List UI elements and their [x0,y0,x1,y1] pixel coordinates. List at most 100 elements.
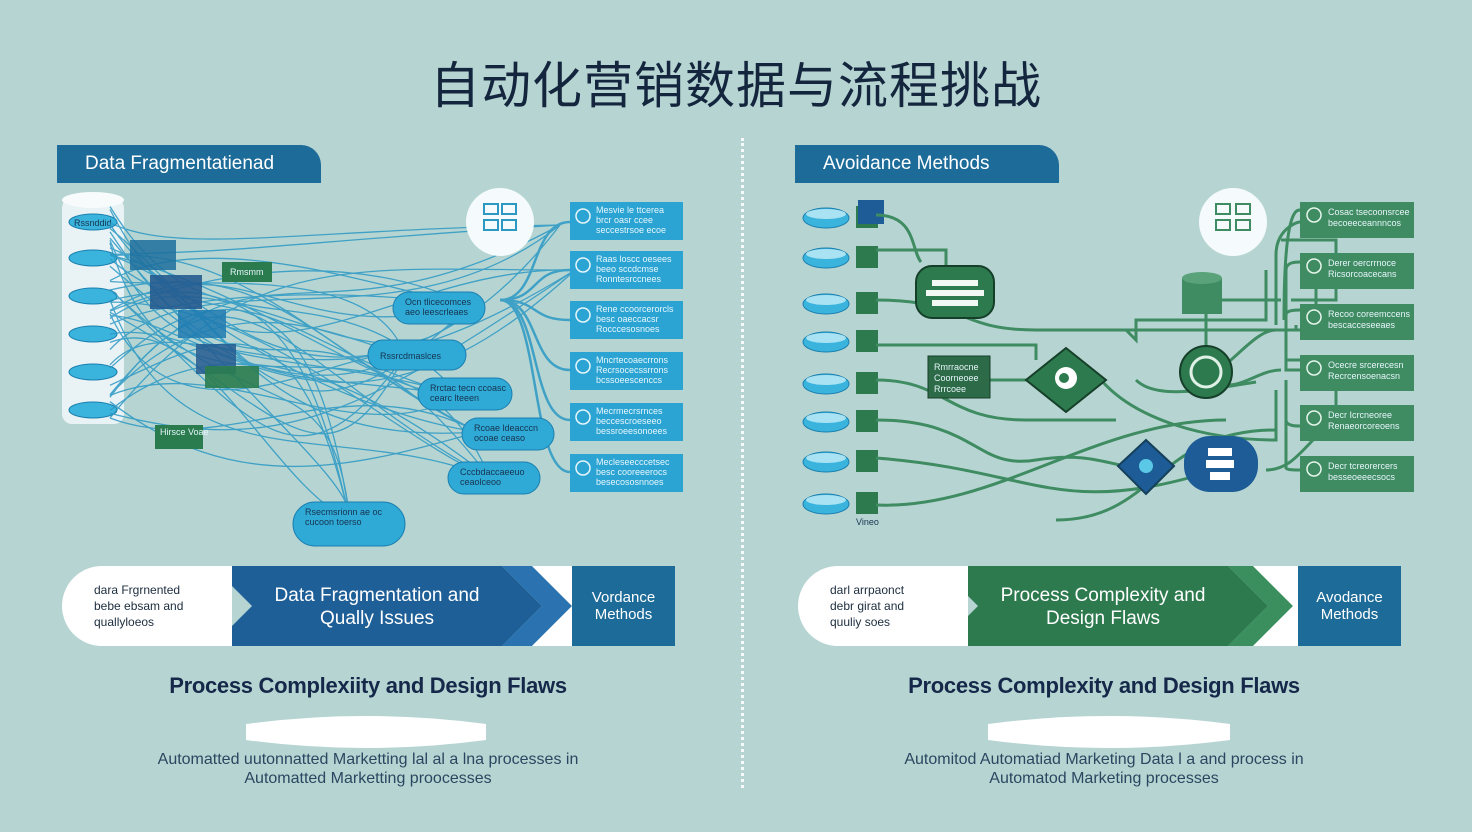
blue-diamond-icon [1116,438,1176,496]
structure-icon [466,188,534,256]
decision-diamond-icon [1024,346,1108,414]
wire [109,269,576,384]
issue-bubble[interactable] [417,377,513,411]
right-subtitle: Process Complexity and Design Flaws [908,673,1300,698]
disc-badge [856,372,878,394]
card-icon [1306,258,1322,274]
card-icon [575,409,591,425]
wire [109,268,576,419]
issue-bubble[interactable] [392,291,486,325]
process-node-top [915,265,995,319]
process-box: Rmrraocne Coorneoee Rrrcoee [927,355,991,399]
left-ribbon [246,716,486,748]
disc-highlight [806,295,846,305]
left-footer: Automatted uutonnatted Marketting lal al… [157,751,579,787]
card-icon [1306,461,1322,477]
card-icon [1306,410,1322,426]
right-bar-shape [938,566,1298,646]
right-bar-end-label[interactable]: Avodance Methods [1298,566,1401,646]
wire [109,299,491,479]
right-panel: Avoidance Methods [736,0,1472,832]
left-bar-pill-text: dara Frgrnented bebe ebsam and quallyloe… [94,583,184,629]
card-icon [1306,309,1322,325]
issue-bubble[interactable] [292,501,406,547]
brain-node-icon [1179,345,1233,399]
wire [109,337,351,521]
right-footer: Automitod Automatiad Marketing Data l a … [904,751,1304,787]
right-ribbon [988,716,1230,748]
disc-highlight [806,495,846,505]
disc-highlight [806,413,846,423]
wire [109,222,561,240]
branch-wire [499,220,571,302]
left-fragmentation-diagram: Rssnddid Rmsmm Hirsce Voae Ocn tlicecomc… [62,188,683,547]
card-icon [575,208,591,224]
left-bar-pill [62,566,232,646]
card-icon [575,358,591,374]
wire [109,265,461,396]
database-disc-column [802,200,884,515]
right-bar-title: Process Complexity and Design Flaws [1000,585,1206,629]
database-node-icon [1182,272,1222,314]
branch-wire [499,268,571,302]
branch-wire [499,298,571,474]
left-bar-title: Data Fragmentation and Qually Issues [274,585,480,629]
branch-wire [499,298,571,422]
process-box-label-2: Coorneoee [934,373,979,383]
disc-badge [856,292,878,314]
card-icon [1306,207,1322,223]
issue-bubble[interactable] [461,417,555,451]
small-label: Vineo [856,517,879,527]
process-box-label-3: Rrrcoee [934,384,966,394]
card-icon [1306,360,1322,376]
wire [109,316,491,479]
disc-badge [856,450,878,472]
center-divider [741,138,744,788]
wire [109,363,491,479]
cylinder-label: Rssnddid [74,218,112,228]
right-bar-pill [798,566,968,646]
page-title: 自动化营销数据与流程挑战 [430,57,1042,115]
disc-highlight [806,333,846,343]
left-bar-shape [212,566,572,646]
left-subtitle: Process Complexiity and Design Flaws [169,673,567,698]
data-fragment-blocks [130,240,272,449]
left-bar-end-label[interactable]: Vordance Methods [572,566,675,646]
issue-bubble[interactable] [367,339,467,371]
disc-badge-blue [858,200,884,224]
left-section-tab[interactable]: Data Fragmentatienad [57,145,321,183]
structure-icon-green [1199,188,1267,256]
right-section-tab[interactable]: Avoidance Methods [795,145,1059,183]
left-panel: Data Fragmentatienad Rssnddid [57,145,683,787]
process-box-label-1: Rmrraocne [934,362,979,372]
issue-bubble-label: Rssrcdmaslces [380,351,442,361]
card-icon [575,307,591,323]
disc-highlight [806,209,846,219]
disc-badge [856,410,878,432]
disc-highlight [806,453,846,463]
wire [109,342,351,521]
disc-badge [856,492,878,514]
right-summary-bar: darl arrpaonct debr girat and quuliy soe… [798,566,1404,646]
left-summary-bar: dara Frgrnented bebe ebsam and quallyloe… [62,566,675,646]
issue-bubble[interactable] [447,461,541,495]
right-bar-pill-text: darl arrpaonct debr girat and quuliy soe… [830,583,905,629]
green-label-1: Rmsmm [230,267,264,277]
blue-node-icon [1184,436,1258,492]
wire [109,224,561,350]
